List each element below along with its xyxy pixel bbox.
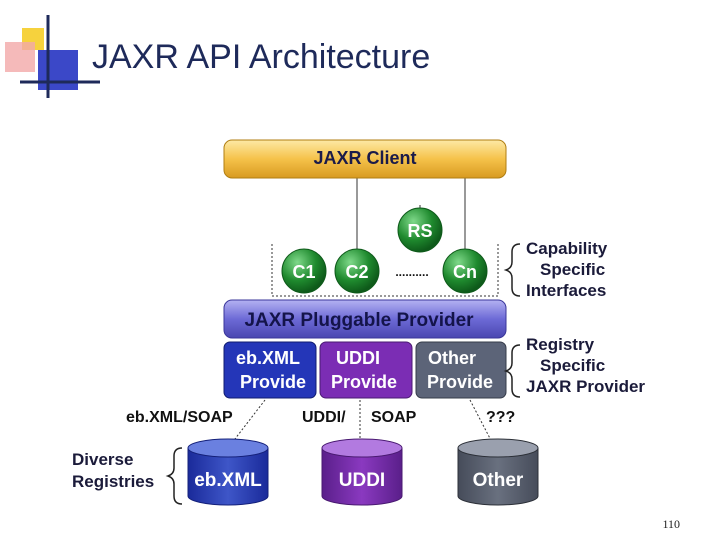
registry-brace <box>503 344 521 398</box>
rs-label: RS <box>407 221 432 241</box>
c1-node: C1 <box>281 248 327 294</box>
diverse-line1: Diverse <box>72 450 133 469</box>
c1-label: C1 <box>292 262 315 282</box>
registry-line2: Specific <box>540 356 605 375</box>
provider-other: Other Provide <box>415 341 507 399</box>
registry-db-uddi: UDDI <box>321 438 403 506</box>
registry-db-uddi-label: UDDI <box>339 470 385 491</box>
pink-square <box>5 42 35 72</box>
provider-ebxml-line1: eb.XML <box>236 348 300 368</box>
diverse-line2: Registries <box>72 472 154 491</box>
cn-label: Cn <box>453 262 477 282</box>
capability-brace <box>503 243 521 297</box>
rs-node: RS <box>397 207 443 253</box>
registry-db-ebxml-label: eb.XML <box>194 470 262 491</box>
cn-node: Cn <box>442 248 488 294</box>
c2-label: C2 <box>345 262 368 282</box>
registry-db-other-label: Other <box>473 470 524 491</box>
registry-db-ebxml: eb.XML <box>187 438 269 506</box>
capability-line3: Interfaces <box>526 281 606 300</box>
registry-line1: Registry <box>526 335 595 354</box>
protocol-uddi: UDDI/ <box>302 409 346 426</box>
jaxr-client-bar: JAXR Client <box>223 139 507 179</box>
connector-lines <box>227 178 499 449</box>
provider-ebxml: eb.XML Provide <box>223 341 317 399</box>
slide-corner-decoration <box>5 15 100 98</box>
provider-uddi-line1: UDDI <box>336 348 380 368</box>
diverse-brace <box>165 447 183 505</box>
capability-line2: Specific <box>540 260 605 279</box>
registry-line3: JAXR Provider <box>526 377 645 396</box>
provider-other-line1: Other <box>428 348 476 368</box>
pluggable-provider-label: JAXR Pluggable Provider <box>244 310 474 331</box>
capability-line1: Capability <box>526 239 608 258</box>
registry-db-other: Other <box>457 438 539 506</box>
provider-other-line2: Provide <box>427 372 493 392</box>
page-number: 110 <box>662 517 680 531</box>
protocol-unknown: ??? <box>486 409 515 426</box>
provider-ebxml-line2: Provide <box>240 372 306 392</box>
ellipsis-dots: .......... <box>395 265 428 279</box>
c2-node: C2 <box>334 248 380 294</box>
provider-uddi-line2: Provide <box>331 372 397 392</box>
protocol-soap: SOAP <box>371 409 417 426</box>
provider-uddi: UDDI Provide <box>319 341 413 399</box>
protocol-ebxml-soap: eb.XML/SOAP <box>126 409 233 426</box>
pluggable-provider-bar: JAXR Pluggable Provider <box>223 299 507 339</box>
slide-title: JAXR API Architecture <box>92 38 431 76</box>
jaxr-client-label: JAXR Client <box>313 148 416 168</box>
